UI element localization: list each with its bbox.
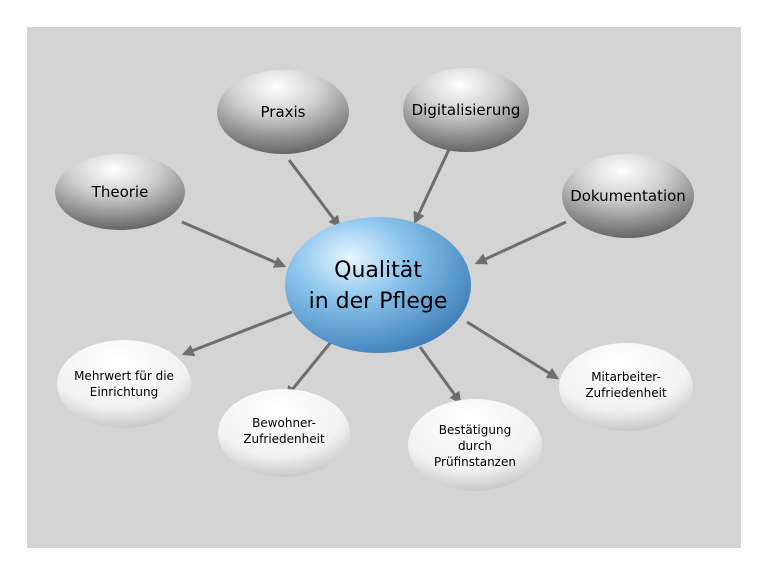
node-mehrwert: Mehrwert für die Einrichtung: [57, 340, 191, 428]
node-mitarbeiter: Mitarbeiter- Zufriedenheit: [559, 343, 693, 431]
arrow-dokumentation: [474, 220, 567, 265]
arrow-praxis: [287, 159, 341, 228]
node-center-label-line1: Qualität: [334, 258, 422, 283]
node-dokumentation-shape: [562, 154, 694, 238]
node-mehrwert-label-line2: Einrichtung: [90, 385, 159, 399]
node-mitarbeiter-label-line1: Mitarbeiter-: [591, 370, 661, 384]
arrow-bewohner: [285, 341, 333, 398]
node-dokumentation-label: Dokumentation: [570, 187, 686, 205]
node-mitarbeiter-label-line2: Zufriedenheit: [585, 386, 667, 400]
node-bestaetigung-label-line1: Bestätigung: [439, 423, 511, 437]
node-digitalisierung: Digitalisierung: [403, 68, 529, 152]
node-dokumentation: Dokumentation: [562, 154, 694, 238]
node-bestaetigung-shape: [408, 399, 542, 491]
arrow-digitalisierung: [413, 142, 454, 225]
node-praxis: Praxis: [217, 70, 349, 154]
node-digitalisierung-label: Digitalisierung: [412, 101, 521, 119]
node-theorie: Theorie: [55, 154, 185, 230]
node-praxis-label: Praxis: [261, 103, 306, 121]
node-center: Qualität in der Pflege: [285, 217, 471, 353]
node-mitarbeiter-shape: [559, 343, 693, 431]
node-mehrwert-label-line1: Mehrwert für die: [74, 369, 174, 383]
node-bestaetigung-label-line3: Prüfinstanzen: [434, 455, 516, 469]
node-bewohner-shape: [218, 389, 350, 477]
node-digitalisierung-shape: [403, 68, 529, 152]
node-theorie-shape: [55, 154, 185, 230]
node-mehrwert-shape: [57, 340, 191, 428]
arrow-mitarbeiter: [466, 320, 560, 380]
node-theorie-label: Theorie: [91, 183, 149, 201]
node-bewohner: Bewohner- Zufriedenheit: [218, 389, 350, 477]
node-bewohner-label-line2: Zufriedenheit: [243, 432, 325, 446]
node-bestaetigung-label-line2: durch: [458, 439, 492, 453]
node-center-shape: [285, 217, 471, 353]
arrow-bestaetigung: [418, 346, 462, 404]
node-bewohner-label-line1: Bewohner-: [252, 416, 316, 430]
output-arrows: [181, 310, 560, 404]
node-praxis-shape: [217, 70, 349, 154]
input-arrows: [181, 142, 567, 268]
arrow-theorie: [181, 220, 287, 268]
node-center-label-line2: in der Pflege: [309, 289, 448, 314]
node-bestaetigung: Bestätigung durch Prüfinstanzen: [408, 399, 542, 491]
arrow-mehrwert: [181, 310, 293, 357]
